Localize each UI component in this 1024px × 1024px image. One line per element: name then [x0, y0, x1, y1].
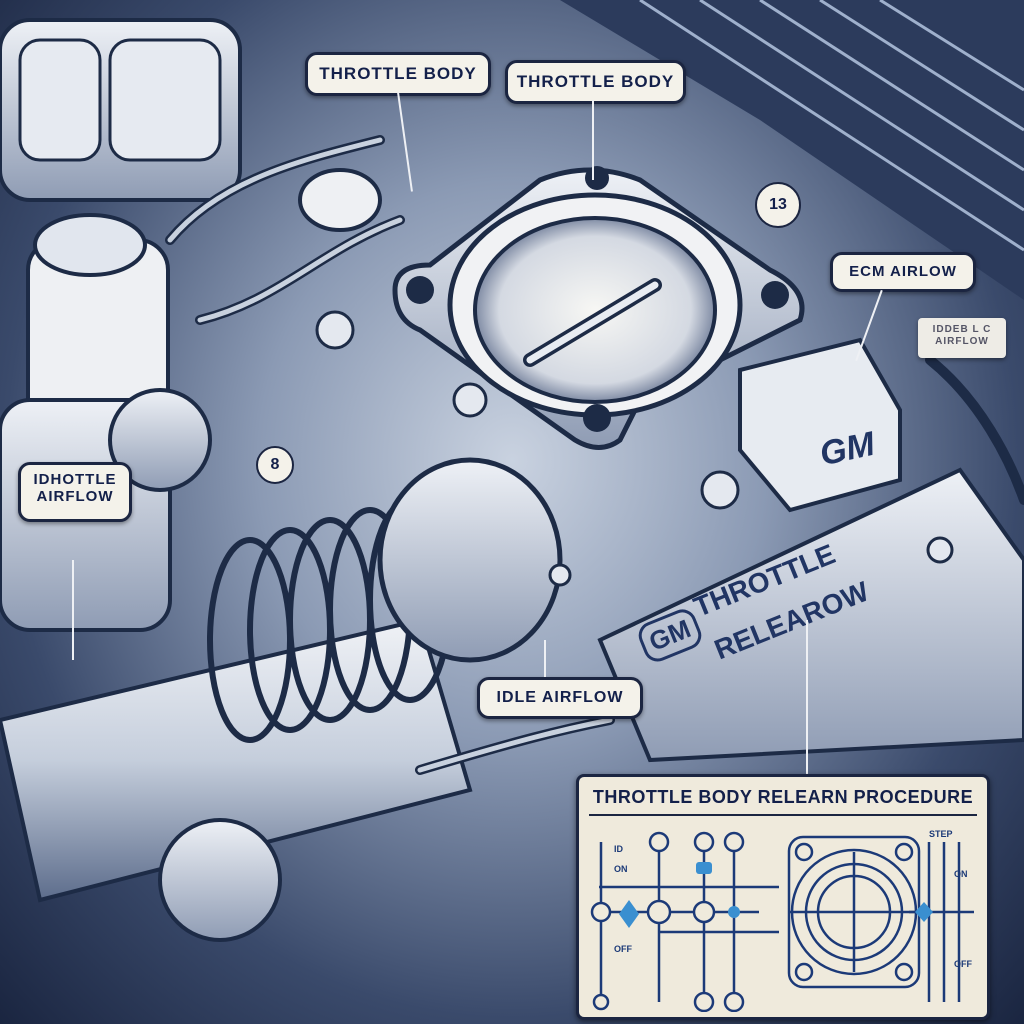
callout-text: THROTTLE BODY [516, 72, 675, 91]
callout-blurred-label: IDDEB L C AIRFLOW [918, 318, 1006, 358]
callout-text-line2: AIRFLOW [935, 335, 989, 347]
callout-text: ECM AIRLOW [849, 263, 957, 280]
leader-line [544, 640, 546, 677]
diagram-label: ON [614, 864, 628, 874]
diagram-label: ID [614, 844, 624, 854]
diagram-label: OFF [614, 944, 632, 954]
relearn-procedure-panel: THROTTLE BODY RELEARN PROCEDURE [576, 774, 990, 1020]
diagram-label: STEP [929, 829, 953, 839]
callout-text-line1: IDHOTTLE [33, 471, 117, 488]
leader-line [806, 620, 808, 775]
callout-ecm-airflow: ECM AIRLOW [830, 252, 976, 292]
marker-13: 13 [755, 182, 801, 228]
callout-throttle-body-right: THROTTLE BODY [505, 60, 686, 104]
procedure-diagram: ID ON OFF ON OFF STEP [590, 829, 974, 1012]
callout-text: THROTTLE BODY [319, 64, 477, 83]
diagram-label: ON [954, 869, 968, 879]
callout-text-line2: AIRFLOW [36, 488, 114, 506]
callout-idle-airflow: IDLE AIRFLOW [477, 677, 643, 719]
panel-title: THROTTLE BODY RELEARN PROCEDURE [589, 787, 977, 816]
leader-line [592, 100, 594, 180]
callout-throttle-body-left: THROTTLE BODY [305, 52, 491, 96]
callout-text-line1: IDDEB L C [932, 324, 992, 335]
marker-8: 8 [256, 446, 294, 484]
leader-line [72, 560, 74, 660]
callout-idhottle-airflow: IDHOTTLE AIRFLOW [18, 462, 132, 522]
callout-text: IDLE AIRFLOW [496, 689, 624, 706]
diagram-label: OFF [954, 959, 972, 969]
